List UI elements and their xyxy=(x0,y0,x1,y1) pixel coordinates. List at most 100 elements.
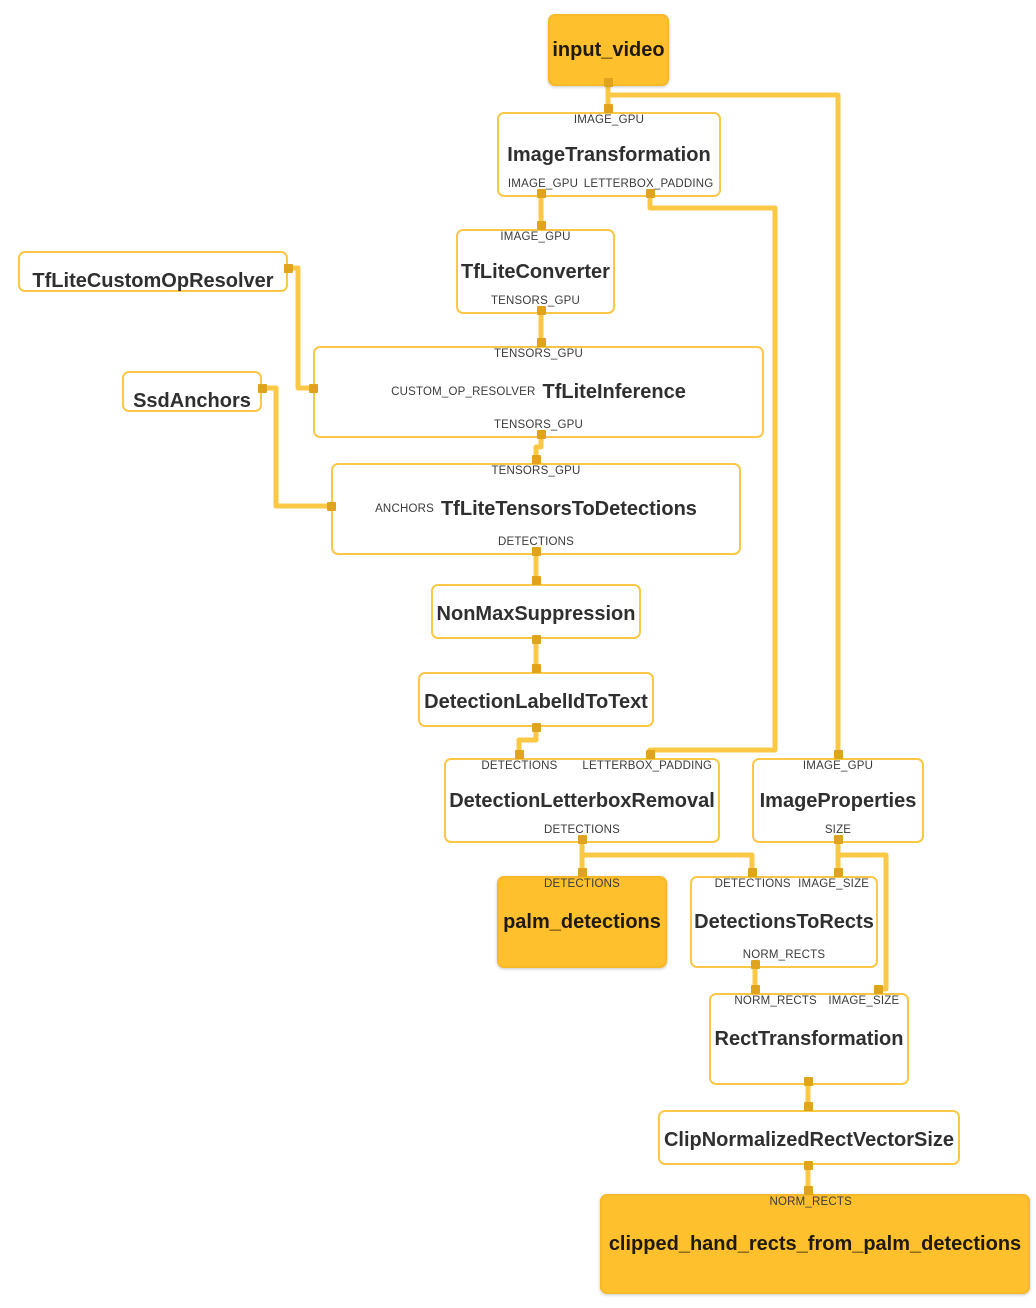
port-detection_label_id_to_text-out[interactable] xyxy=(531,722,541,732)
input-port-labels-image_transformation: IMAGE_GPU xyxy=(499,114,719,131)
port-rect_transformation-in-image_size[interactable] xyxy=(873,984,883,994)
input-port-label-tflite_inference-0: TENSORS_GPU xyxy=(493,348,584,360)
node-ssd_anchors[interactable]: SsdAnchors xyxy=(122,371,262,412)
node-body-input_video: input_video xyxy=(550,33,667,67)
input-port-labels-clipped_hand_rects_from_palm_detections: NORM_RECTS xyxy=(602,1196,1028,1213)
node-non_max_suppression[interactable]: NonMaxSuppression xyxy=(431,584,641,639)
output-port-label-image_transformation-1: LETTERBOX_PADDING xyxy=(583,178,714,190)
port-tflite_tensors_to_detections-out-detections[interactable] xyxy=(531,546,541,556)
node-body-ssd_anchors: SsdAnchors xyxy=(124,390,260,412)
output-port-label-image_properties-0: SIZE xyxy=(824,824,852,836)
port-detection_letterbox_removal-out-detections[interactable] xyxy=(577,834,587,844)
input-port-label-rect_transformation-1: IMAGE_SIZE xyxy=(828,995,900,1007)
side-port-label-tflite_inference: CUSTOM_OP_RESOLVER xyxy=(391,386,536,398)
port-tflite_custom_op_resolver-out[interactable] xyxy=(283,263,293,273)
port-detection_letterbox_removal-in-detections[interactable] xyxy=(514,749,524,759)
input-port-labels-tflite_tensors_to_detections: TENSORS_GPU xyxy=(333,465,739,482)
input-port-label-detections_to_rects-0: DETECTIONS xyxy=(714,878,791,890)
port-rect_transformation-out[interactable] xyxy=(803,1076,813,1086)
output-port-label-image_transformation-0: IMAGE_GPU xyxy=(507,178,579,190)
node-rect_transformation[interactable]: NORM_RECTS IMAGE_SIZE RectTransformation xyxy=(709,993,909,1085)
output-port-labels-image_properties: SIZE xyxy=(754,824,922,841)
node-title-detection_label_id_to_text: DetectionLabelIdToText xyxy=(424,691,648,713)
port-tflite_tensors_to_detections-in-tensors_gpu[interactable] xyxy=(531,454,541,464)
input-port-labels-tflite_inference: TENSORS_GPU xyxy=(315,348,762,365)
port-palm_detections-in-detections[interactable] xyxy=(577,867,587,877)
node-input_video[interactable]: input_video xyxy=(548,14,669,86)
port-clip_normalized_rect_vector_size-in[interactable] xyxy=(803,1101,813,1111)
port-image_transformation-out-letterbox_padding[interactable] xyxy=(645,188,655,198)
node-body-detection_letterbox_removal: DetectionLetterboxRemoval xyxy=(446,777,718,824)
node-title-non_max_suppression: NonMaxSuppression xyxy=(436,603,636,625)
node-detection_label_id_to_text[interactable]: DetectionLabelIdToText xyxy=(418,672,654,727)
port-detections_to_rects-out-norm_rects[interactable] xyxy=(750,959,760,969)
edge-custom_op_resolver-to-tflite_inference xyxy=(288,265,313,391)
node-body-tflite_inference: CUSTOM_OP_RESOLVER TfLiteInference xyxy=(315,365,762,419)
port-image_transformation-in-image_gpu[interactable] xyxy=(603,103,613,113)
input-port-label-image_transformation-0: IMAGE_GPU xyxy=(573,114,645,126)
input-port-label-detection_letterbox_removal-0: DETECTIONS xyxy=(481,760,558,772)
input-port-label-tflite_converter-0: IMAGE_GPU xyxy=(500,231,571,243)
node-title-tflite_inference: TfLiteInference xyxy=(542,381,686,403)
input-port-label-image_properties-0: IMAGE_GPU xyxy=(802,760,874,772)
node-body-clipped_hand_rects_from_palm_detections: clipped_hand_rects_from_palm_detections xyxy=(602,1213,1028,1275)
input-port-labels-tflite_custom_op_resolver xyxy=(20,253,286,270)
output-port-label-tflite_tensors_to_detections-0: DETECTIONS xyxy=(497,536,575,548)
port-image_properties-out-size[interactable] xyxy=(833,834,843,844)
port-clipped_hand_rects-in-norm_rects[interactable] xyxy=(803,1185,813,1195)
port-image_properties-in-image_gpu[interactable] xyxy=(833,749,843,759)
output-port-label-tflite_converter-0: TENSORS_GPU xyxy=(490,295,581,307)
port-tflite_inference-out-tensors_gpu[interactable] xyxy=(536,429,546,439)
input-port-labels-image_properties: IMAGE_GPU xyxy=(754,760,922,777)
node-title-detections_to_rects: DetectionsToRects xyxy=(694,911,874,933)
output-port-labels-image_transformation: IMAGE_GPU LETTERBOX_PADDING xyxy=(499,178,719,195)
node-clip_normalized_rect_vector_size[interactable]: ClipNormalizedRectVectorSize xyxy=(658,1110,960,1165)
port-rect_transformation-in-norm_rects[interactable] xyxy=(750,984,760,994)
node-body-rect_transformation: RectTransformation xyxy=(711,1012,907,1066)
port-detection_label_id_to_text-in[interactable] xyxy=(531,663,541,673)
input-port-labels-clip_normalized_rect_vector_size xyxy=(660,1112,958,1129)
node-tflite_inference[interactable]: TENSORS_GPU CUSTOM_OP_RESOLVER TfLiteInfer… xyxy=(313,346,764,438)
port-tflite_tensors_to_detections-side-anchors[interactable] xyxy=(326,501,336,511)
input-port-label-rect_transformation-0: NORM_RECTS xyxy=(734,995,817,1007)
node-body-detection_label_id_to_text: DetectionLabelIdToText xyxy=(420,691,652,713)
output-port-label-detection_letterbox_removal-0: DETECTIONS xyxy=(543,824,621,836)
port-tflite_inference-in-tensors_gpu[interactable] xyxy=(536,337,546,347)
port-tflite_converter-out-tensors_gpu[interactable] xyxy=(536,305,546,315)
port-clip_normalized_rect_vector_size-out[interactable] xyxy=(803,1160,813,1170)
port-detections_to_rects-in-detections[interactable] xyxy=(747,867,757,877)
port-detections_to_rects-in-image_size[interactable] xyxy=(833,867,843,877)
input-port-labels-input_video xyxy=(550,16,667,33)
node-body-image_properties: ImageProperties xyxy=(754,777,922,824)
port-ssd_anchors-out[interactable] xyxy=(257,383,267,393)
node-title-image_transformation: ImageTransformation xyxy=(507,143,711,166)
input-port-label-clipped_hand_rects_from_palm_detections-0: NORM_RECTS xyxy=(769,1196,852,1208)
node-body-detections_to_rects: DetectionsToRects xyxy=(692,895,876,949)
output-port-labels-palm_detections xyxy=(499,949,665,966)
node-title-input_video: input_video xyxy=(552,39,665,61)
port-detection_letterbox_removal-in-letterbox_padding[interactable] xyxy=(645,749,655,759)
port-non_max_suppression-out[interactable] xyxy=(531,634,541,644)
port-tflite_converter-in-image_gpu[interactable] xyxy=(536,220,546,230)
port-non_max_suppression-in[interactable] xyxy=(531,575,541,585)
node-tflite_custom_op_resolver[interactable]: TfLiteCustomOpResolver xyxy=(18,251,288,292)
output-port-labels-tflite_inference: TENSORS_GPU xyxy=(315,419,762,436)
node-title-clip_normalized_rect_vector_size: ClipNormalizedRectVectorSize xyxy=(663,1129,955,1151)
node-clipped_hand_rects_from_palm_detections[interactable]: NORM_RECTS clipped_hand_rects_from_palm_d… xyxy=(600,1194,1030,1294)
port-tflite_inference-side-custom_op_resolver[interactable] xyxy=(308,383,318,393)
port-image_transformation-out-image_gpu[interactable] xyxy=(536,188,546,198)
output-port-labels-detections_to_rects: NORM_RECTS xyxy=(692,949,876,966)
input-port-labels-tflite_converter: IMAGE_GPU xyxy=(458,231,613,248)
node-body-tflite_custom_op_resolver: TfLiteCustomOpResolver xyxy=(20,270,286,292)
port-input_video-out[interactable] xyxy=(603,77,613,87)
output-port-label-detections_to_rects-0: NORM_RECTS xyxy=(742,949,826,961)
